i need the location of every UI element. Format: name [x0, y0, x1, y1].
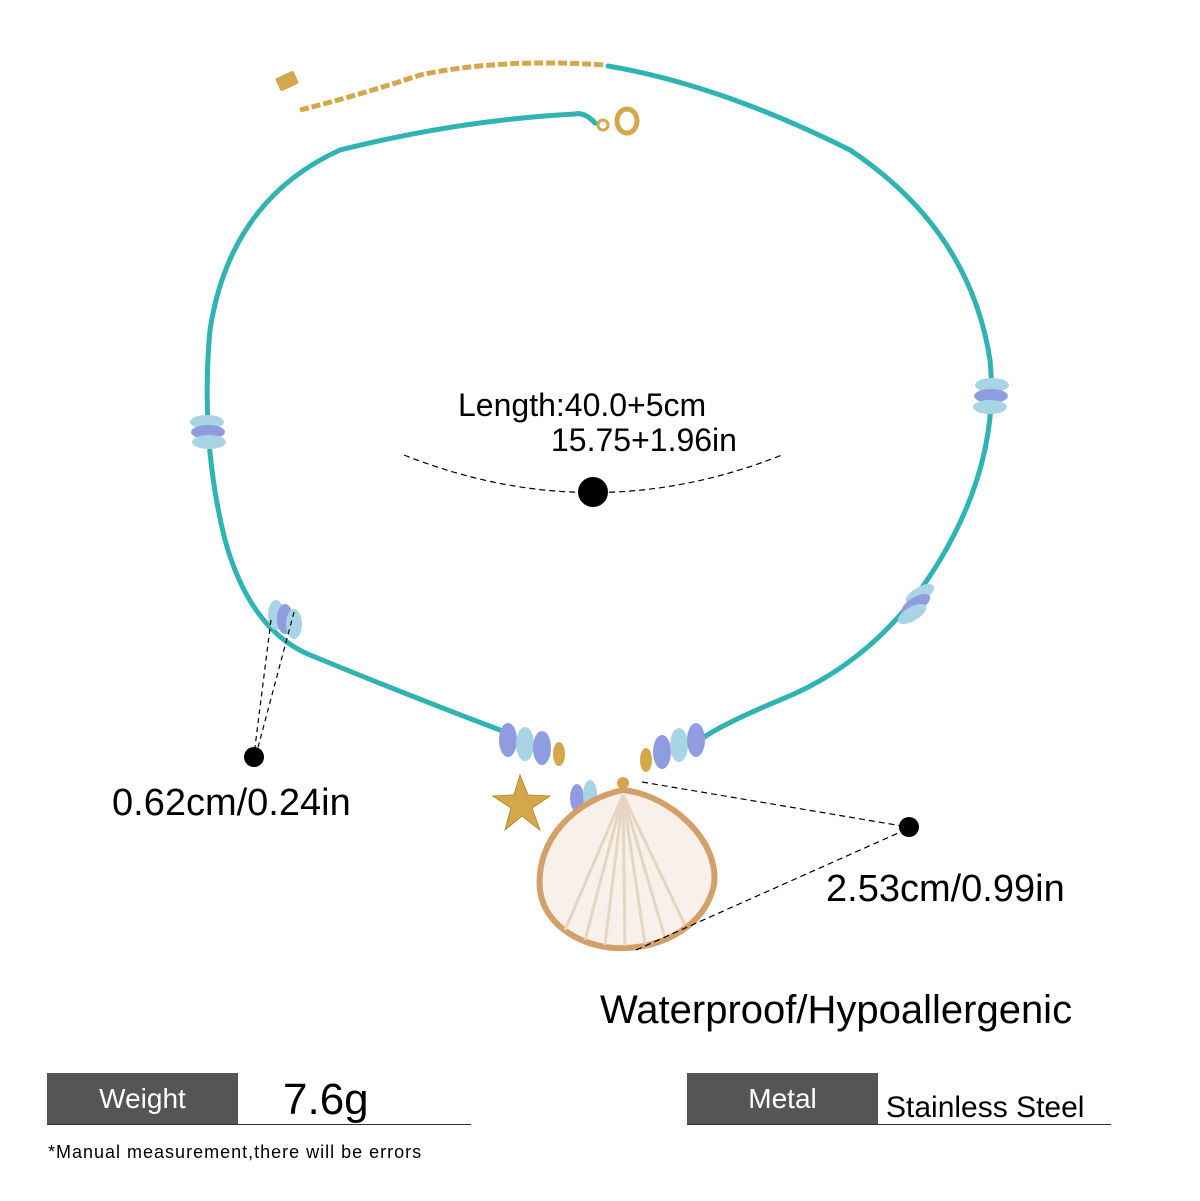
pendant-size-guide [635, 781, 919, 951]
metal-value: Stainless Steel [886, 1091, 1085, 1124]
weight-underline [47, 1124, 471, 1125]
lobster-clasp [596, 106, 640, 136]
length-arc-guide [403, 454, 783, 507]
bead-size-guide [244, 611, 295, 767]
pendant-size-marker-dot [899, 817, 919, 837]
extender-chain [275, 60, 606, 113]
weight-label: Weight [47, 1073, 238, 1124]
bead-cluster-right-lower [897, 583, 935, 625]
length-marker-dot [578, 477, 608, 507]
bead-cluster-left-lower [268, 600, 302, 639]
shell-pendant [536, 777, 718, 952]
bead-size-text: 0.62cm/0.24in [112, 782, 351, 824]
metal-underline [687, 1124, 1111, 1125]
bead-size-marker-dot [244, 747, 264, 767]
measurement-footnote: *Manual measurement,there will be errors [48, 1142, 423, 1162]
metal-label: Metal [687, 1073, 878, 1124]
pendant-size-text: 2.53cm/0.99in [826, 868, 1065, 910]
length-cm-text: Length:40.0+5cm [458, 387, 707, 423]
features-text: Waterproof/Hypoallergenic [600, 988, 1073, 1032]
bead-cluster-left-upper [190, 415, 226, 449]
bead-cluster-center-left [499, 723, 565, 766]
bead-cluster-right-upper [973, 378, 1009, 414]
length-in-text: 15.75+1.96in [551, 422, 737, 458]
weight-value: 7.6g [283, 1075, 369, 1124]
bead-cluster-center-right [640, 723, 705, 772]
